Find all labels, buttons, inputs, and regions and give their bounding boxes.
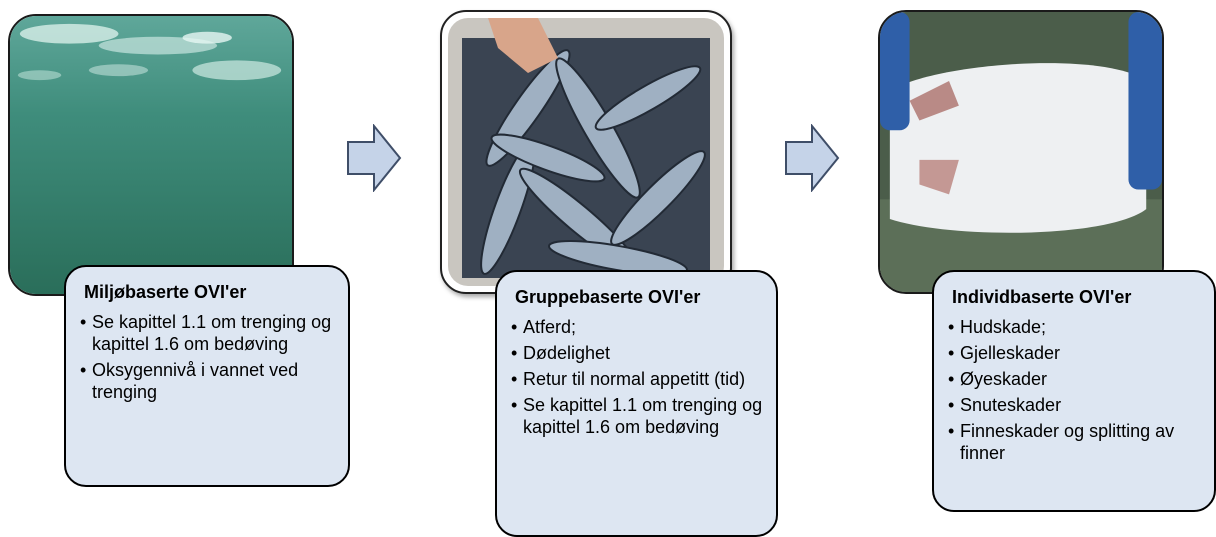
list-item: •Retur til normal appetitt (tid) — [511, 368, 766, 390]
underwater-photo — [8, 14, 294, 296]
indicator-list: •Se kapittel 1.1 om trenging og kapittel… — [66, 311, 348, 403]
box-title: Gruppebaserte OVI'er — [497, 272, 776, 308]
list-item: •Hudskade; — [948, 316, 1204, 338]
indicator-list: •Atferd; •Dødelighet •Retur til normal a… — [497, 316, 776, 438]
salmon-container-photo — [448, 18, 724, 286]
salmon-hands-photo — [878, 10, 1164, 294]
box-title: Individbaserte OVI'er — [934, 272, 1214, 308]
list-item: •Snuteskader — [948, 394, 1204, 416]
group-indicators-box: Gruppebaserte OVI'er •Atferd; •Dødelighe… — [495, 270, 778, 537]
list-item: •Gjelleskader — [948, 342, 1204, 364]
right-arrow-icon — [346, 124, 402, 192]
environment-indicators-box: Miljøbaserte OVI'er •Se kapittel 1.1 om … — [64, 265, 350, 487]
list-item: •Dødelighet — [511, 342, 766, 364]
list-item: •Øyeskader — [948, 368, 1204, 390]
list-item: •Oksygennivå i vannet ved trenging — [80, 359, 338, 403]
box-title: Miljøbaserte OVI'er — [66, 267, 348, 303]
list-item: •Se kapittel 1.1 om trenging og kapittel… — [511, 394, 766, 438]
list-item: •Atferd; — [511, 316, 766, 338]
individual-indicators-box: Individbaserte OVI'er •Hudskade; •Gjelle… — [932, 270, 1216, 512]
indicator-list: •Hudskade; •Gjelleskader •Øyeskader •Snu… — [934, 316, 1214, 464]
right-arrow-icon — [784, 124, 840, 192]
list-item: •Finneskader og splitting av finner — [948, 420, 1204, 464]
list-item: •Se kapittel 1.1 om trenging og kapittel… — [80, 311, 338, 355]
